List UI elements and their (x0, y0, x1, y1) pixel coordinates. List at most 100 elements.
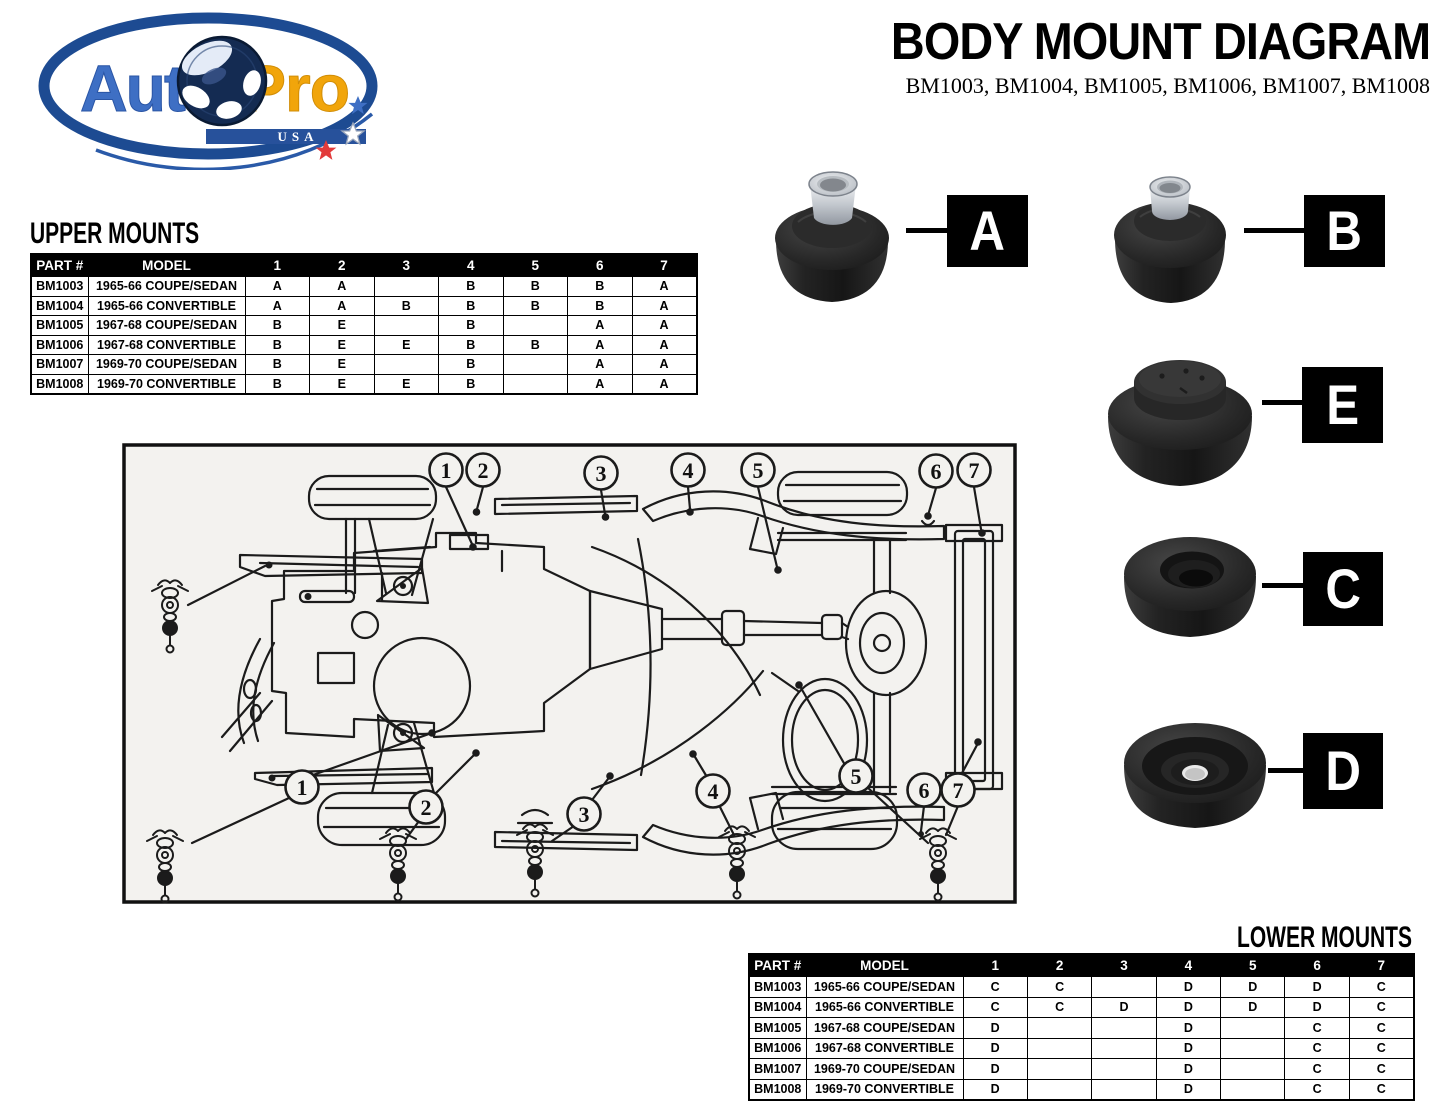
table-cell: B (438, 373, 504, 395)
table-cell: BM1003 (748, 976, 807, 998)
table-cell: E (309, 334, 375, 355)
mount-photo-c (1124, 537, 1256, 637)
table-cell (1026, 1058, 1093, 1080)
table-cell (1091, 1078, 1157, 1101)
table-cell: BM1005 (30, 315, 89, 336)
callout-top-6: 6 (918, 453, 954, 489)
table-cell (1026, 1017, 1093, 1039)
blue-star-icon (348, 96, 368, 115)
table-cell: A (567, 354, 633, 375)
callout-top-2: 2 (465, 452, 501, 488)
callout-top-4: 4 (670, 452, 706, 488)
table-cell: B (438, 276, 504, 297)
svg-text:3: 3 (596, 461, 607, 486)
table-cell (1091, 1017, 1157, 1039)
table-cell: C (1026, 996, 1093, 1018)
table-cell: D (962, 1017, 1028, 1039)
leader-lines (190, 485, 986, 845)
table-cell: B (244, 334, 310, 355)
table-cell: E (373, 334, 439, 355)
table-cell: B (502, 276, 568, 297)
column-header: 4 (438, 253, 504, 277)
connector-line (1262, 400, 1302, 405)
chassis-diagram: 1 2 3 4 5 6 7 1 2 3 4 5 6 7 (122, 443, 1017, 904)
table-cell: 1967-68 CONVERTIBLE (805, 1037, 964, 1059)
table-cell: A (567, 373, 633, 395)
table-cell: C (1284, 1078, 1350, 1101)
table-cell: C (962, 996, 1028, 1018)
table-cell: BM1008 (30, 373, 89, 395)
table-cell (1026, 1037, 1093, 1059)
table-cell: C (1348, 1017, 1415, 1039)
table-cell (373, 276, 439, 297)
mount-photo-b (1114, 176, 1226, 303)
table-cell: 1965-66 COUPE/SEDAN (805, 976, 964, 998)
table-cell: C (962, 976, 1028, 998)
x-member (590, 537, 765, 791)
mount-label-e: E (1302, 367, 1383, 443)
table-cell: E (373, 373, 439, 395)
mount-photo-a (775, 171, 889, 302)
table-cell: 1969-70 COUPE/SEDAN (87, 354, 246, 375)
column-header: MODEL (87, 253, 246, 277)
table-cell: 1967-68 COUPE/SEDAN (805, 1017, 964, 1039)
svg-text:7: 7 (969, 458, 980, 483)
table-cell: 1965-66 COUPE/SEDAN (87, 276, 246, 297)
engine (270, 531, 592, 739)
table-cell (502, 315, 568, 336)
table-cell: D (1155, 1078, 1222, 1101)
table-cell: D (1220, 976, 1286, 998)
table-cell: C (1026, 976, 1093, 998)
table-cell: 1969-70 CONVERTIBLE (87, 373, 246, 395)
svg-text:5: 5 (851, 764, 862, 789)
table-cell: B (567, 295, 633, 316)
frame-rail-front-upper (238, 553, 424, 578)
red-star-icon (315, 140, 337, 160)
svg-text:6: 6 (919, 778, 930, 803)
callout-top-5: 5 (740, 452, 776, 488)
column-header: PART # (30, 253, 89, 277)
table-cell: A (631, 295, 697, 316)
table-cell: C (1284, 1017, 1350, 1039)
table-cell: A (309, 276, 375, 297)
table-cell: 1965-66 CONVERTIBLE (805, 996, 964, 1018)
table-cell: C (1348, 976, 1415, 998)
svg-text:4: 4 (683, 458, 694, 483)
table-cell: C (1348, 996, 1415, 1018)
table-cell (1026, 1078, 1093, 1101)
tire-top-left (307, 474, 438, 521)
table-cell: A (631, 334, 697, 355)
svg-text:6: 6 (931, 459, 942, 484)
table-cell: B (502, 295, 568, 316)
table-cell: BM1005 (748, 1017, 807, 1039)
driveshaft (742, 613, 850, 641)
column-header: 7 (1348, 953, 1415, 977)
mount-photo-d (1124, 723, 1266, 828)
table-cell: D (962, 1078, 1028, 1101)
connector-line (1262, 583, 1303, 588)
mount-letter: D (1325, 739, 1361, 802)
column-header: 3 (1091, 953, 1157, 977)
table-cell: 1965-66 CONVERTIBLE (87, 295, 246, 316)
table-cell (1091, 976, 1157, 998)
table-cell: A (567, 315, 633, 336)
table-cell (1091, 1037, 1157, 1059)
table-cell: D (1155, 1017, 1222, 1039)
page-title: BODY MOUNT DIAGRAM (890, 13, 1431, 71)
connector-line (1268, 768, 1303, 773)
callout-bottom-6: 6 (906, 772, 942, 808)
callout-bottom-4: 4 (695, 773, 731, 809)
column-header: 3 (373, 253, 439, 277)
table-cell: C (1348, 1058, 1415, 1080)
connector-line (1244, 228, 1304, 233)
table-cell (1220, 1017, 1286, 1039)
